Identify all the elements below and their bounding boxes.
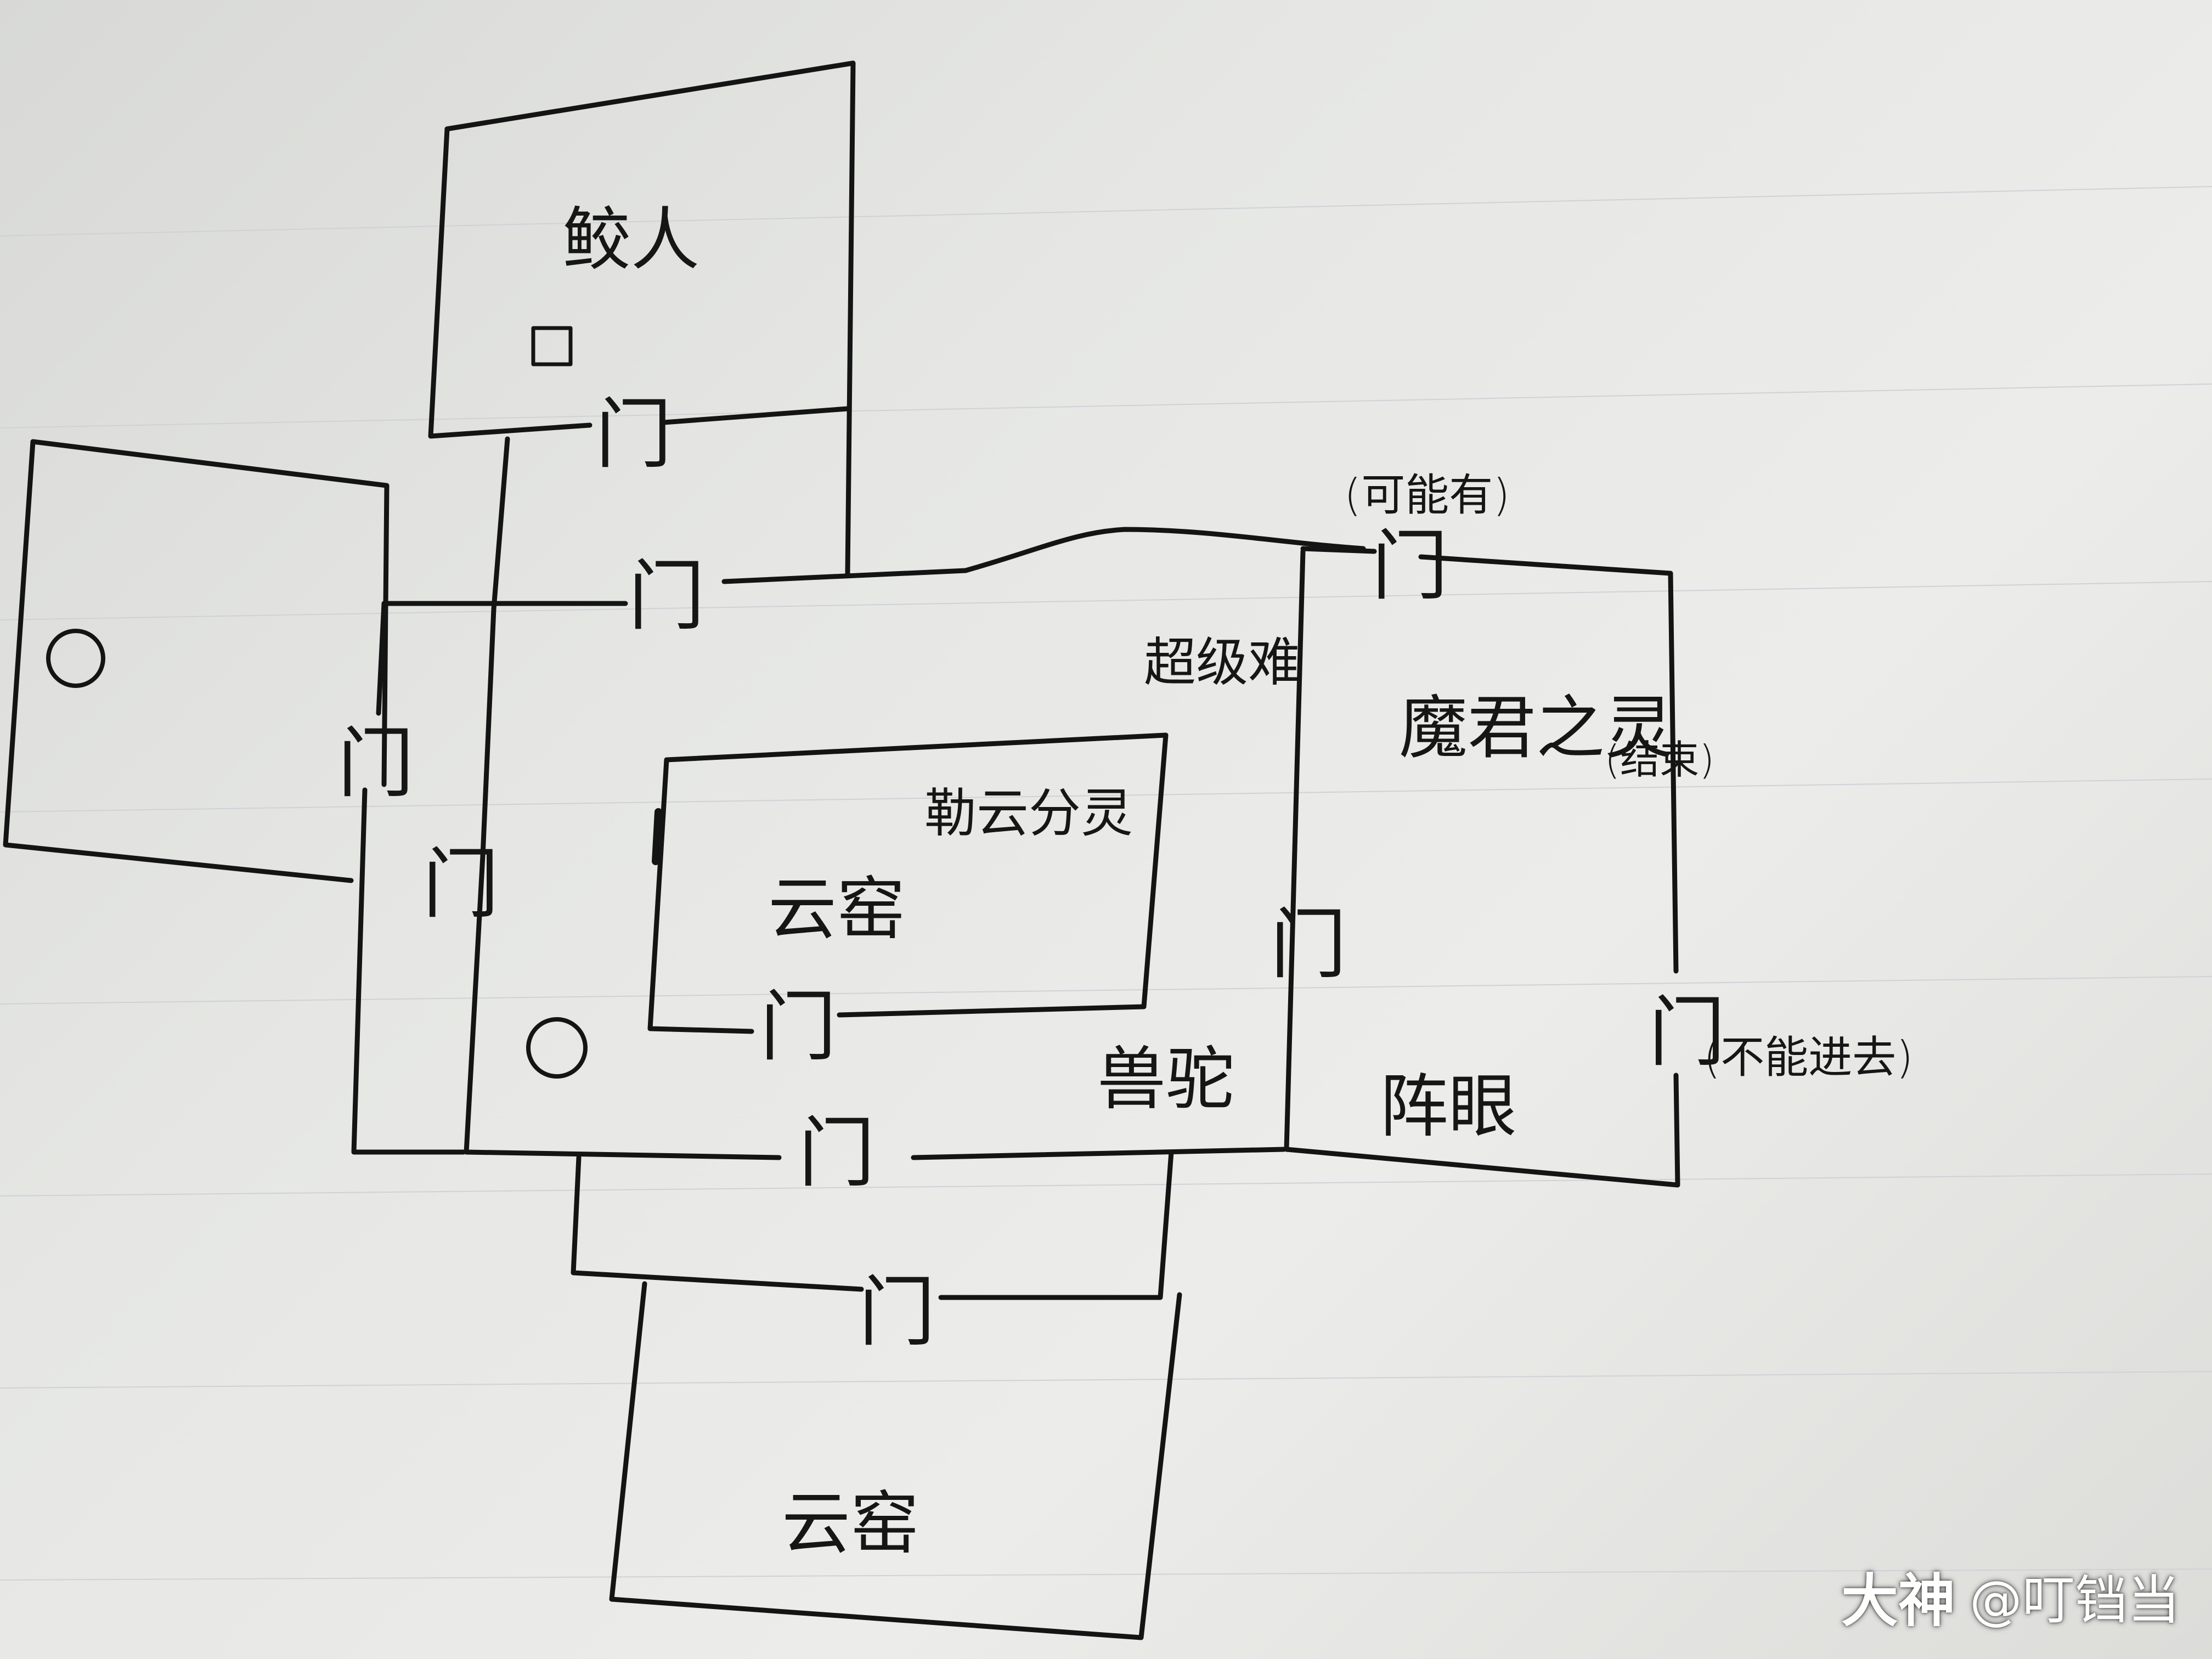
top-room-wall [444, 60, 856, 576]
door-mark: 门 [595, 390, 672, 479]
top-room-wall-bottom [661, 406, 850, 425]
door-mark: 门 [1649, 988, 1725, 1077]
label-right-room: 魔君之灵 [1399, 689, 1673, 768]
door-mark: 门 [337, 719, 414, 809]
door-mark: 门 [859, 1268, 935, 1357]
central-room-divider [1284, 549, 1306, 1152]
top-room-wall-left [428, 126, 592, 439]
right-room-top-2 [1418, 554, 1679, 974]
label-central-area: 兽驼 [1097, 1040, 1234, 1119]
central-room-circle [526, 1017, 588, 1079]
small-square [531, 326, 573, 366]
inner-room-wall-left [647, 757, 754, 1034]
right-room-right [1284, 1073, 1680, 1188]
connector-left-vertical-2 [351, 787, 466, 1155]
room-walls [3, 60, 1680, 1640]
bottom-room-wall [609, 1281, 1182, 1640]
notebook-ruling [0, 186, 2212, 1581]
label-inner-room: 云窑 [768, 870, 905, 949]
central-room-left [464, 853, 782, 1160]
left-room-circle [46, 629, 105, 688]
bottom-corridor-right [938, 1149, 1174, 1300]
label-top-room: 鲛人 [562, 200, 699, 280]
door-mark: 门 [798, 1109, 875, 1198]
watermark: 大神 @叮铛当 [1841, 1554, 2180, 1637]
label-right-room-note: (结束) [1605, 737, 1714, 783]
door-mark: 门 [628, 552, 705, 641]
inner-room-wall [664, 732, 1169, 1018]
left-room-wall-left [3, 439, 354, 883]
watermark-user: @叮铛当 [1970, 1570, 2180, 1631]
bottom-corridor [571, 1155, 864, 1292]
watermark-brand: 大神 [1841, 1567, 1955, 1634]
label-corridor-right: 超级难 [1144, 633, 1300, 693]
room-labels: 鲛人 勒云分灵 云窑 超级难 魔君之灵 (结束) 阵眼 兽驼 云窑 (可能有) … [562, 200, 1913, 1564]
right-room-top [1300, 546, 1377, 554]
door-mark: 门 [760, 983, 837, 1072]
door-mark: 门 [422, 840, 499, 929]
label-right-room-lower: 阵眼 [1380, 1067, 1517, 1147]
central-room-bottom [911, 1147, 1286, 1160]
label-maybe-note: (可能有) [1344, 470, 1510, 521]
connector-left [480, 436, 510, 859]
left-room-wall [30, 439, 390, 787]
door-mark: 门 [1270, 900, 1347, 990]
label-exit-note: (不能进去) [1703, 1032, 1913, 1083]
central-room-top [721, 527, 1366, 584]
inner-room-mark [652, 808, 662, 865]
door-marks: 门 门 门 门 门 门 门 门 门 门 [337, 390, 1725, 1357]
door-mark: 门 [1372, 522, 1448, 611]
label-inner-room-top: 勒云分灵 [924, 783, 1133, 844]
label-bottom-room: 云窑 [782, 1484, 919, 1564]
